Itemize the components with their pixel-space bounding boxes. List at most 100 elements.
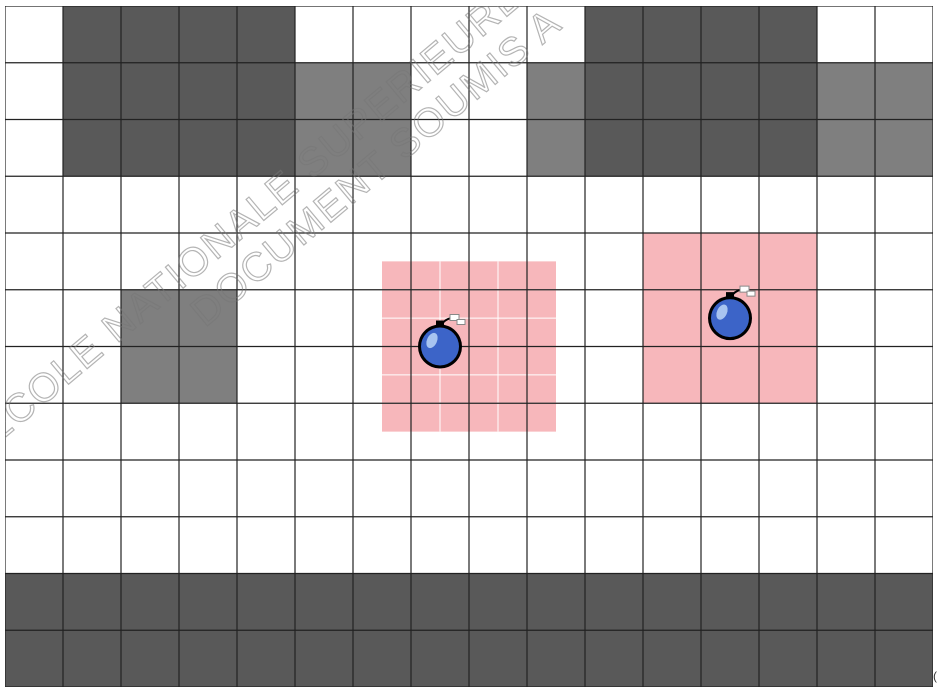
tile-empty <box>585 176 643 233</box>
tile-wall-dark <box>469 574 527 631</box>
tile-wall-soft <box>875 120 933 177</box>
tile-wall-dark <box>121 120 179 177</box>
tile-empty <box>585 233 643 290</box>
tile-wall-dark <box>759 120 817 177</box>
tile-empty <box>585 290 643 347</box>
tile-empty <box>527 517 585 574</box>
tile-empty <box>237 347 295 404</box>
game-board-svg: ECOLE NATIONALE SUPERIEURE A DOCUMENT SO… <box>5 6 933 687</box>
tile-wall-dark <box>759 630 817 687</box>
tile-wall-dark <box>411 630 469 687</box>
tile-wall-dark <box>237 6 295 63</box>
tile-empty <box>63 403 121 460</box>
tile-wall-dark <box>643 574 701 631</box>
tile-wall-dark <box>295 574 353 631</box>
tile-empty <box>237 403 295 460</box>
tile-empty <box>295 347 353 404</box>
tile-wall-dark <box>121 63 179 120</box>
tile-empty <box>759 403 817 460</box>
tile-empty <box>759 460 817 517</box>
tile-wall-dark <box>63 574 121 631</box>
tile-wall-soft <box>179 347 237 404</box>
tile-empty <box>469 517 527 574</box>
tile-wall-dark <box>875 574 933 631</box>
tile-wall-dark <box>527 574 585 631</box>
tile-wall-dark <box>63 630 121 687</box>
tile-empty <box>411 517 469 574</box>
tile-wall-dark <box>179 120 237 177</box>
bomb-body <box>711 299 749 337</box>
tile-wall-dark <box>701 6 759 63</box>
tile-empty <box>179 460 237 517</box>
tile-wall-dark <box>237 574 295 631</box>
tile-wall-dark <box>643 120 701 177</box>
tile-empty <box>817 347 875 404</box>
tile-empty <box>875 6 933 63</box>
tile-empty <box>817 460 875 517</box>
tile-empty <box>295 517 353 574</box>
tile-empty <box>5 233 63 290</box>
tile-empty <box>63 176 121 233</box>
tile-wall-dark <box>237 63 295 120</box>
tile-empty <box>585 460 643 517</box>
tile-wall-dark <box>121 630 179 687</box>
tile-empty <box>295 403 353 460</box>
tile-wall-dark <box>759 6 817 63</box>
tile-wall-dark <box>701 574 759 631</box>
tile-wall-dark <box>585 120 643 177</box>
tile-empty <box>179 403 237 460</box>
tile-empty <box>469 176 527 233</box>
tile-wall-dark <box>643 63 701 120</box>
tile-empty <box>5 63 63 120</box>
tile-wall-dark <box>527 630 585 687</box>
tile-empty <box>469 460 527 517</box>
tile-wall-soft <box>527 120 585 177</box>
tile-wall-dark <box>585 63 643 120</box>
tile-wall-dark <box>295 630 353 687</box>
tile-empty <box>585 403 643 460</box>
tile-empty <box>63 460 121 517</box>
tile-wall-dark <box>63 120 121 177</box>
tile-empty <box>759 176 817 233</box>
tile-empty <box>469 120 527 177</box>
tile-wall-dark <box>701 63 759 120</box>
tile-wall-dark <box>121 574 179 631</box>
tile-wall-dark <box>585 574 643 631</box>
tile-empty <box>817 233 875 290</box>
tile-wall-dark <box>5 574 63 631</box>
tile-empty <box>237 517 295 574</box>
tile-empty <box>5 120 63 177</box>
tile-empty <box>295 290 353 347</box>
tile-empty <box>527 460 585 517</box>
tile-empty <box>701 176 759 233</box>
tile-wall-soft <box>817 120 875 177</box>
tile-wall-dark <box>469 630 527 687</box>
tile-wall-dark <box>353 574 411 631</box>
tile-wall-dark <box>5 630 63 687</box>
tile-wall-dark <box>179 574 237 631</box>
tile-empty <box>121 460 179 517</box>
tile-empty <box>759 517 817 574</box>
tile-empty <box>643 460 701 517</box>
tile-empty <box>121 517 179 574</box>
tile-empty <box>121 176 179 233</box>
tile-empty <box>179 517 237 574</box>
tile-empty <box>817 176 875 233</box>
tile-empty <box>5 290 63 347</box>
tile-wall-dark <box>353 630 411 687</box>
tile-wall-dark <box>63 6 121 63</box>
tile-empty <box>121 403 179 460</box>
bomb-body <box>421 328 459 366</box>
tile-empty <box>875 347 933 404</box>
tile-empty <box>875 290 933 347</box>
tile-empty <box>5 460 63 517</box>
tile-empty <box>701 403 759 460</box>
tile-wall-soft <box>875 63 933 120</box>
tile-empty <box>817 403 875 460</box>
tile-empty <box>353 6 411 63</box>
tile-wall-dark <box>63 63 121 120</box>
tile-empty <box>411 176 469 233</box>
tile-wall-soft <box>527 63 585 120</box>
tile-empty <box>5 176 63 233</box>
tile-wall-dark <box>759 63 817 120</box>
